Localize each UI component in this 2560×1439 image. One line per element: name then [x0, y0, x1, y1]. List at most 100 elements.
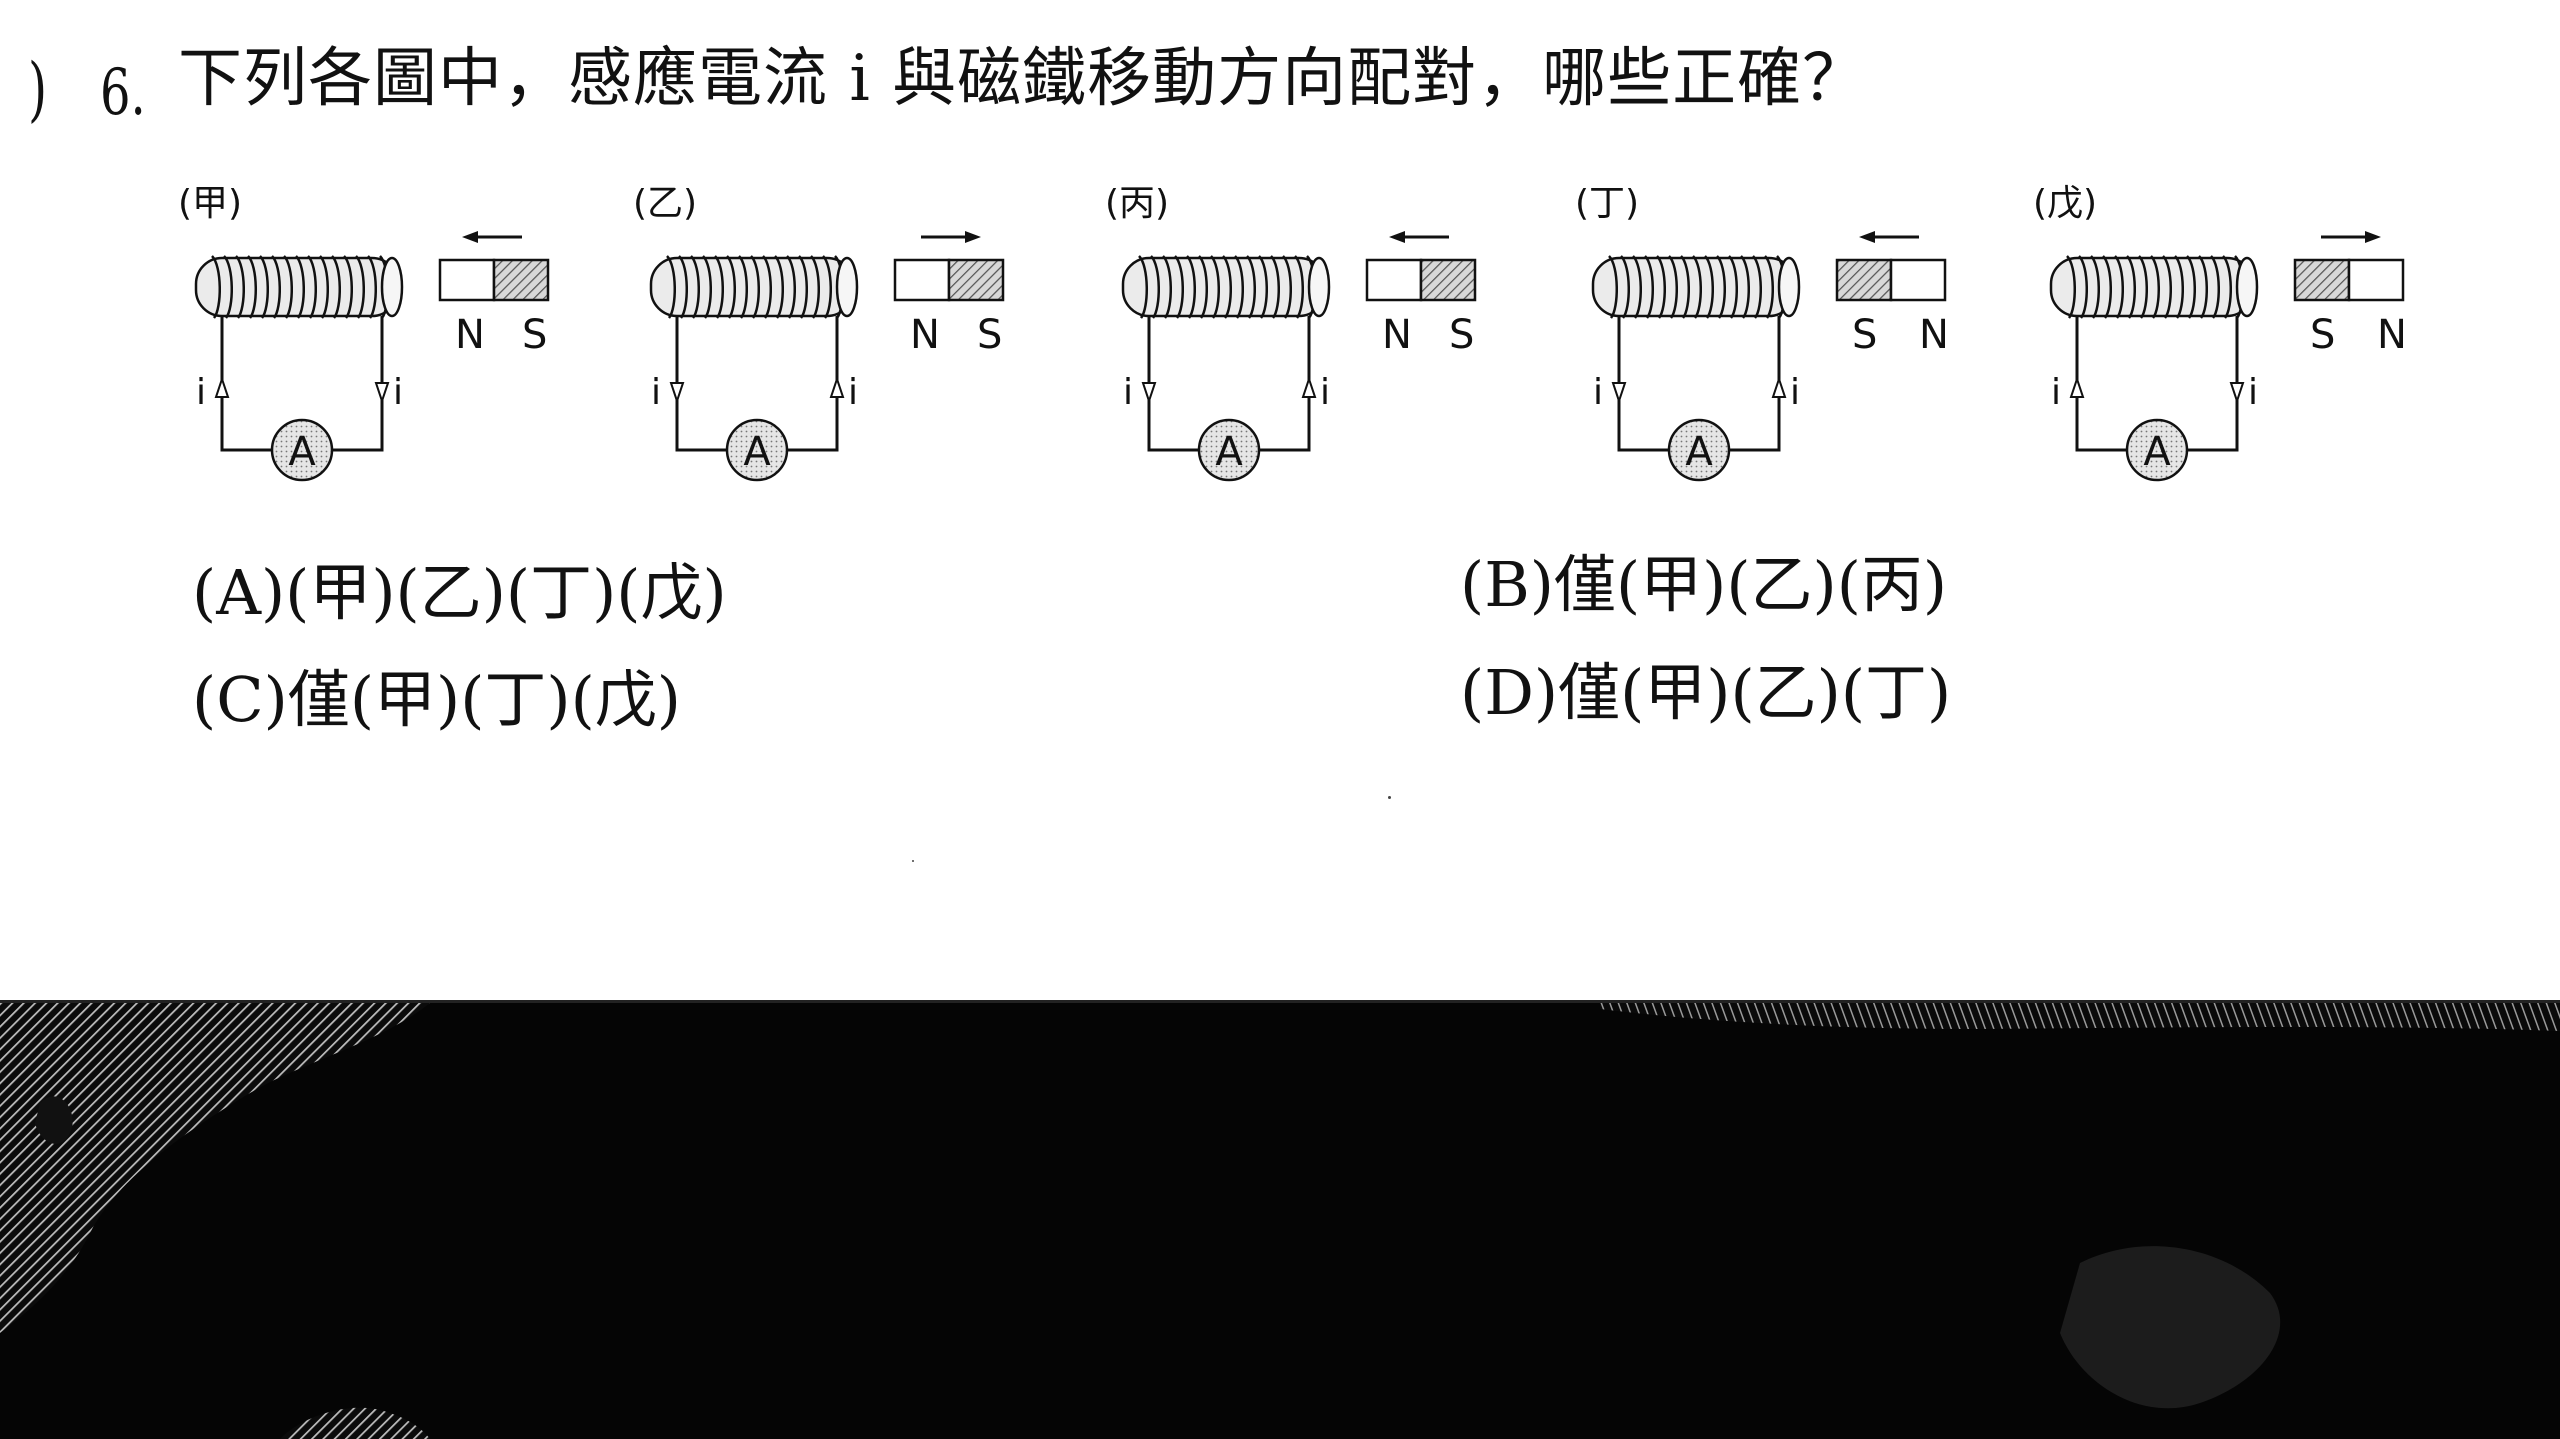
- coil-turn: [1173, 255, 1185, 319]
- current-label-right: i: [393, 372, 403, 413]
- coil-body: [2049, 256, 2255, 318]
- photo-light-region-bottom: [280, 1407, 430, 1439]
- diagram-label: (戊): [2033, 183, 2097, 224]
- coil-body: [194, 256, 400, 318]
- current-label-left: i: [1593, 372, 1603, 413]
- magnet-left-half: [893, 258, 951, 302]
- coil-turn: [797, 255, 809, 319]
- coil-turn: [2125, 255, 2137, 319]
- coil-turn: [2185, 255, 2197, 319]
- coil-turn: [1763, 255, 1775, 319]
- photo-light-region-right: [1600, 1003, 2560, 1031]
- left-wire: [1147, 316, 1199, 452]
- motion-arrow-head: [1859, 231, 1875, 243]
- current-arrow: [2229, 382, 2245, 405]
- coil-end: [2235, 256, 2259, 318]
- coil-turn: [1727, 255, 1739, 319]
- coil-turn: [2101, 255, 2113, 319]
- coil-turn: [2221, 255, 2233, 319]
- coil-turn: [1161, 255, 1173, 319]
- coil-turn: [1221, 255, 1233, 319]
- coil-body: [649, 256, 855, 318]
- coil-turn: [1715, 255, 1727, 319]
- coil-turn: [318, 255, 330, 319]
- coil-turn: [1703, 255, 1715, 319]
- coil-turn: [1739, 255, 1751, 319]
- coil-turn: [1655, 255, 1667, 319]
- right-wire: [2187, 316, 2239, 452]
- coil-turn: [282, 255, 294, 319]
- right-wire: [332, 316, 384, 452]
- right-wire: [1729, 316, 1781, 452]
- right-wire: [1259, 316, 1311, 452]
- current-arrow: [374, 382, 390, 405]
- current-arrow: [2069, 375, 2085, 398]
- ammeter-label: A: [743, 429, 771, 475]
- coil-turn: [342, 255, 354, 319]
- magnet-right-half: [1889, 258, 1947, 302]
- left-wire: [675, 316, 727, 452]
- magnet-left-pole: N: [455, 312, 485, 358]
- coil-turn: [689, 255, 701, 319]
- coil-turn: [665, 255, 677, 319]
- coil-turn: [761, 255, 773, 319]
- question-text: 下列各圖中，感應電流 i 與磁鐵移動方向配對，哪些正確？: [178, 42, 1868, 116]
- worksheet-page: [0, 0, 2560, 1003]
- coil-turn: [1751, 255, 1763, 319]
- coil-turn: [1269, 255, 1281, 319]
- coil-turn: [2089, 255, 2101, 319]
- diagram-label: (乙): [633, 183, 697, 224]
- motion-arrow-head: [2365, 231, 2381, 243]
- coil-turn: [210, 255, 222, 319]
- magnet-right-half: [1419, 258, 1477, 302]
- current-label-right: i: [1790, 372, 1800, 413]
- option-b[interactable]: (B)僅(甲)(乙)(丙): [1460, 548, 1948, 621]
- magnet-left-half: [2293, 258, 2351, 302]
- background-photo: [0, 1003, 2560, 1439]
- scan-speck: [912, 860, 914, 862]
- current-arrow: [1141, 382, 1157, 405]
- answer-paren: ): [28, 48, 48, 130]
- coil-turn: [1619, 255, 1631, 319]
- photo-dark-spot: [35, 1096, 73, 1144]
- coil-turn: [1257, 255, 1269, 319]
- coil-end: [1307, 256, 1331, 318]
- ammeter: [1667, 418, 1731, 482]
- left-wire: [1617, 316, 1669, 452]
- magnet-left-pole: S: [1852, 312, 1877, 358]
- coil-turn: [1691, 255, 1703, 319]
- magnet-left-pole: S: [2310, 312, 2335, 358]
- current-label-left: i: [651, 372, 661, 413]
- scan-speck: [1388, 796, 1391, 799]
- coil-turn: [2173, 255, 2185, 319]
- coil-turn: [330, 255, 342, 319]
- photo-texture: [2060, 1246, 2281, 1409]
- current-label-right: i: [2248, 372, 2258, 413]
- coil-turn: [1643, 255, 1655, 319]
- current-label-left: i: [2051, 372, 2061, 413]
- coil-turn: [2197, 255, 2209, 319]
- coil-turn: [1293, 255, 1305, 319]
- magnet-right-pole: S: [1449, 312, 1474, 358]
- ammeter-label: A: [1685, 429, 1713, 475]
- current-arrow: [829, 375, 845, 398]
- coil-turn: [1209, 255, 1221, 319]
- coil-turn: [1245, 255, 1257, 319]
- ammeter: [725, 418, 789, 482]
- coil-turn: [354, 255, 366, 319]
- option-d[interactable]: (D)僅(甲)(乙)(丁): [1460, 656, 1952, 729]
- coil-turn: [773, 255, 785, 319]
- magnet-left-half: [438, 258, 496, 302]
- current-arrow: [214, 375, 230, 398]
- coil-turn: [2137, 255, 2149, 319]
- coil-turn: [2149, 255, 2161, 319]
- option-c[interactable]: (C)僅(甲)(丁)(戊): [192, 663, 681, 736]
- magnet-left-half: [1365, 258, 1423, 302]
- motion-arrow-head: [1389, 231, 1405, 243]
- coil-turn: [1233, 255, 1245, 319]
- option-a[interactable]: (A)(甲)(乙)(丁)(戊): [192, 556, 727, 629]
- left-wire: [220, 316, 272, 452]
- magnet-left-pole: N: [1382, 312, 1412, 358]
